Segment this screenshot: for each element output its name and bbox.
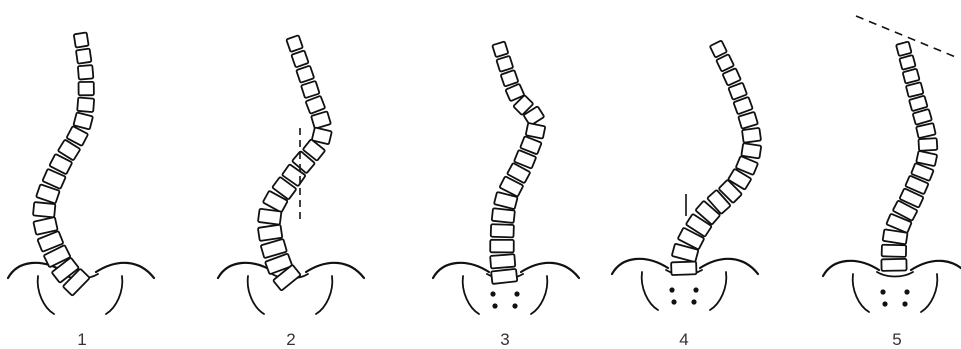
spine-figure-1 bbox=[8, 32, 154, 314]
vertebra bbox=[33, 202, 55, 217]
left-sacral-edge bbox=[38, 276, 54, 314]
vertebra bbox=[913, 109, 932, 125]
vertebra bbox=[492, 41, 508, 57]
vertebra bbox=[74, 32, 89, 47]
sacral-foramen-dot bbox=[669, 287, 674, 292]
right-iliac-crest bbox=[96, 263, 154, 278]
sacral-foramen-dot bbox=[693, 287, 698, 292]
vertebra bbox=[671, 262, 696, 276]
vertebra bbox=[916, 123, 936, 138]
figure-label-1: 1 bbox=[77, 330, 86, 349]
vertebra bbox=[909, 96, 928, 112]
vertebra bbox=[76, 49, 91, 64]
right-iliac-crest bbox=[911, 261, 961, 276]
sacral-foramen-dot bbox=[671, 299, 676, 304]
right-sacral-edge bbox=[106, 276, 122, 314]
vertebra bbox=[311, 111, 331, 128]
sacral-base bbox=[877, 272, 913, 277]
vertebra bbox=[79, 82, 94, 96]
right-sacral-edge bbox=[710, 272, 726, 310]
left-sacral-edge bbox=[642, 272, 658, 310]
vertebra bbox=[883, 229, 908, 244]
left-iliac-crest bbox=[823, 261, 879, 276]
vertebra bbox=[73, 112, 93, 129]
figure-label-2: 2 bbox=[286, 330, 295, 349]
vertebra bbox=[301, 81, 320, 98]
spine-figure-5 bbox=[823, 16, 961, 312]
right-iliac-crest bbox=[700, 259, 758, 274]
vertebra bbox=[306, 96, 326, 114]
vertebra bbox=[710, 40, 727, 57]
vertebra bbox=[77, 98, 94, 113]
sacral-foramen-dot bbox=[512, 303, 517, 308]
left-iliac-crest bbox=[612, 259, 668, 274]
vertebra bbox=[491, 224, 514, 237]
sacral-foramen-dot bbox=[492, 303, 497, 308]
right-iliac-crest bbox=[521, 263, 579, 278]
vertebra bbox=[258, 225, 282, 241]
right-sacral-edge bbox=[531, 276, 547, 314]
sacral-foramen-dot bbox=[902, 301, 907, 306]
right-iliac-crest bbox=[306, 263, 364, 278]
sacral-foramen-dot bbox=[691, 299, 696, 304]
sacral-foramen-dot bbox=[514, 291, 519, 296]
sacral-foramen-dot bbox=[904, 289, 909, 294]
vertebra bbox=[496, 56, 513, 72]
vertebra bbox=[896, 42, 912, 57]
sacral-foramen-dot bbox=[880, 289, 885, 294]
vertebra bbox=[881, 259, 906, 271]
figure-label-3: 3 bbox=[500, 330, 509, 349]
vertebra bbox=[733, 97, 752, 114]
vertebra bbox=[918, 138, 937, 151]
figure-label-5: 5 bbox=[892, 330, 901, 349]
left-sacral-edge bbox=[463, 276, 479, 314]
vertebra bbox=[492, 208, 515, 223]
vertebra bbox=[78, 65, 94, 79]
vertebra bbox=[490, 240, 514, 253]
figure-label-4: 4 bbox=[679, 330, 688, 349]
vertebra bbox=[526, 123, 546, 139]
left-sacral-edge bbox=[853, 274, 869, 312]
vertebra bbox=[258, 209, 282, 225]
vertebra bbox=[906, 82, 924, 97]
vertebra bbox=[882, 245, 907, 257]
vertebra bbox=[296, 66, 314, 83]
spine-figure-4 bbox=[612, 40, 761, 310]
vertebra bbox=[742, 128, 761, 143]
sacral-foramen-dot bbox=[490, 291, 495, 296]
left-sacral-edge bbox=[248, 276, 264, 314]
vertebra bbox=[291, 50, 308, 67]
vertebra bbox=[491, 269, 517, 284]
vertebra bbox=[738, 112, 758, 129]
vertebra bbox=[741, 143, 761, 158]
spine-figure-2 bbox=[218, 35, 364, 314]
vertebra bbox=[286, 35, 303, 52]
spine-figure-3 bbox=[433, 41, 579, 314]
vertebra bbox=[899, 55, 915, 70]
left-iliac-crest bbox=[433, 263, 489, 278]
vertebra bbox=[501, 70, 519, 87]
vertebra bbox=[903, 69, 920, 84]
right-sacral-edge bbox=[316, 276, 332, 314]
sacral-foramen-dot bbox=[882, 301, 887, 306]
right-sacral-edge bbox=[921, 274, 937, 312]
vertebra bbox=[490, 254, 515, 268]
vertebra bbox=[728, 83, 747, 100]
